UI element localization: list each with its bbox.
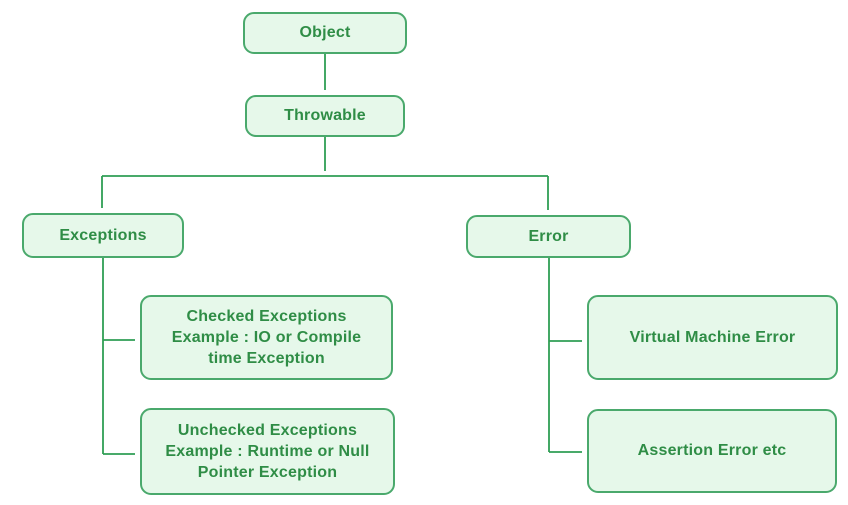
- node-unchecked-exceptions: Unchecked Exceptions Example : Runtime o…: [140, 408, 395, 495]
- node-throwable: Throwable: [245, 95, 405, 137]
- node-object: Object: [243, 12, 407, 54]
- node-virtual-machine-error: Virtual Machine Error: [587, 295, 838, 380]
- node-error: Error: [466, 215, 631, 258]
- node-checked-exceptions: Checked Exceptions Example : IO or Compi…: [140, 295, 393, 380]
- node-assertion-error: Assertion Error etc: [587, 409, 837, 493]
- node-exceptions: Exceptions: [22, 213, 184, 258]
